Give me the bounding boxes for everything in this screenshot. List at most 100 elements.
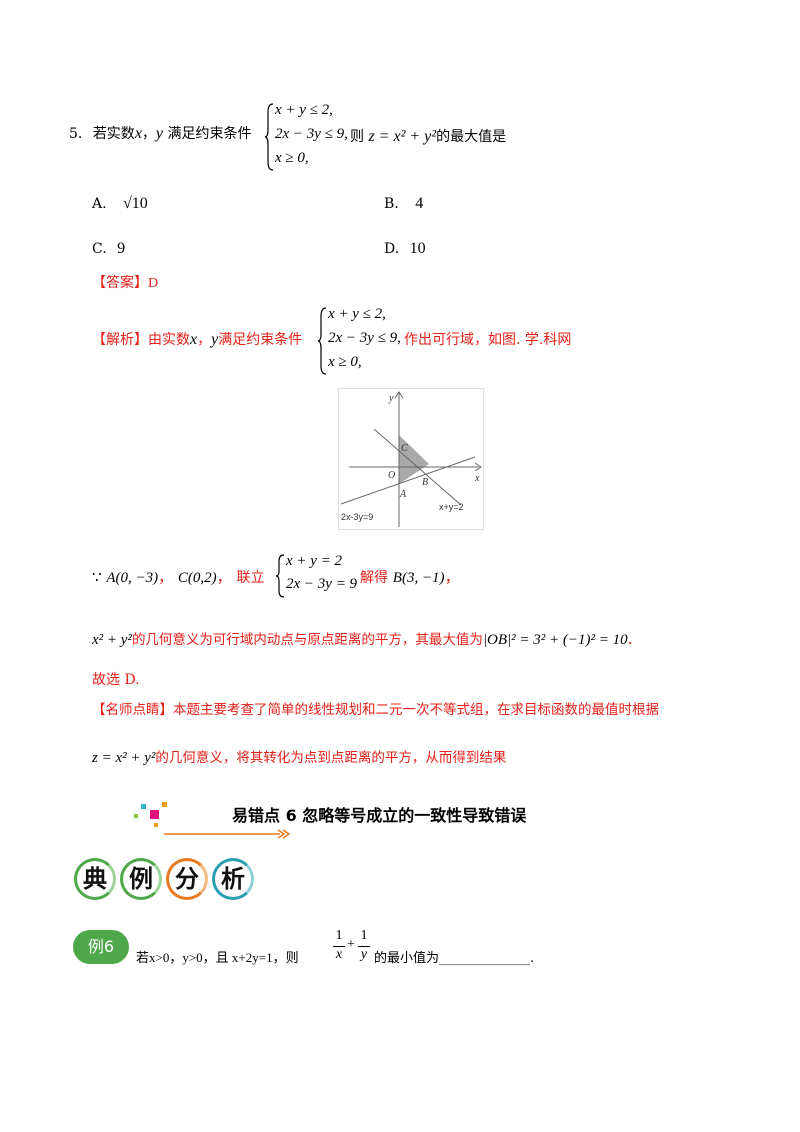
q5-then: 则: [350, 129, 364, 145]
section-arrow-icon: [134, 802, 291, 839]
analysis-brace-icon: [318, 307, 327, 375]
q5-number: 5.: [69, 126, 83, 142]
fig-a-label: A: [399, 489, 407, 500]
frac2-numerator: 1: [360, 928, 368, 943]
banner-char-3: 分: [166, 858, 208, 900]
q5-lead: 5. 若实数x，y 满足约束条件: [69, 123, 251, 143]
solution-comma-1: ，: [158, 568, 174, 586]
banner-char-4: 析: [212, 858, 254, 900]
option-d[interactable]: D. 10: [384, 240, 426, 258]
q5-brace-icon: [265, 103, 274, 171]
fig-c-label: C: [401, 443, 408, 454]
analysis-condition-text: 满足约束条件: [218, 332, 303, 348]
frac1-bar: [333, 946, 345, 947]
option-d-label: D.: [384, 241, 400, 257]
fig-x-label: x: [474, 473, 480, 484]
example-condition: x>0，y>0，且 x+2y=1，则: [149, 950, 299, 965]
example-tail: 的最小值为______________.: [374, 947, 534, 966]
feasible-region-figure: y x O A B C 2x-3y=9 x+y=2: [338, 388, 484, 530]
solution-solve: 解得: [360, 570, 388, 586]
frac2-bar: [358, 946, 370, 947]
section-decoration: [120, 800, 300, 846]
feasible-region-graph: y x O A B C 2x-3y=9 x+y=2: [340, 391, 482, 527]
option-c-label: C.: [92, 241, 107, 257]
option-b-label: B.: [384, 196, 399, 212]
example-badge: 例6: [73, 930, 129, 964]
comment-expression: z = x² + y²: [92, 750, 156, 766]
option-a[interactable]: A. √10: [92, 195, 148, 213]
analysis-var-x: x: [190, 331, 198, 348]
option-a-value: √10: [123, 195, 148, 212]
q5-tail: 则 z = x² + y²的最大值是: [350, 126, 506, 146]
solution-result: 解得 B(3, −1)，: [360, 566, 460, 587]
q5-var-y: y: [155, 125, 164, 142]
frac-plus: +: [347, 937, 355, 952]
example-lead: 若: [136, 951, 150, 966]
analysis-var-y: y: [211, 331, 219, 348]
answer-blank[interactable]: ______________: [439, 951, 531, 966]
q5-var-x: x: [134, 125, 142, 142]
option-c-value: 9: [117, 240, 126, 257]
fig-o-label: O: [388, 470, 395, 481]
meaning-expression: x² + y²: [92, 632, 132, 648]
analysis-tail: 作出可行域，如图. 学.科网: [404, 332, 572, 348]
option-c[interactable]: C. 9: [92, 240, 125, 258]
analysis-ineq-2: 2x − 3y ≤ 9,: [328, 330, 401, 346]
solution-eq-2: 2x − 3y = 9: [286, 576, 358, 592]
q5-system: x + y ≤ 2, 2x − 3y ≤ 9, x ≥ 0,: [265, 102, 365, 172]
comment-label: 【名师点睛】: [92, 702, 173, 718]
solution-brace-icon: [276, 554, 285, 598]
point-b: B(3, −1): [392, 570, 445, 586]
option-a-label: A.: [92, 196, 107, 212]
line-2x-3y: [340, 456, 476, 505]
example-end: .: [530, 951, 535, 966]
solution-comma-2: ，: [216, 568, 232, 586]
choose-answer: 故选 D.: [92, 672, 140, 688]
solution-system: x + y = 2 2x − 3y = 9: [276, 553, 366, 599]
frac1-numerator: 1: [335, 928, 343, 943]
q5-ineq-1: x + y ≤ 2,: [275, 102, 333, 118]
analysis-label: 【解析】: [92, 332, 148, 348]
x-axis-arrow-icon: [474, 462, 482, 472]
solution-eq-1: x + y = 2: [286, 553, 343, 569]
solution-points: ∵ A(0, −3)， C(0,2)， 联立: [92, 566, 264, 587]
solution-comma-3: ，: [444, 568, 460, 586]
line-x-plus-y: [373, 428, 462, 506]
frac1-denominator: x: [335, 947, 343, 962]
answer-label: 【答案】: [92, 275, 148, 291]
section-title: 易错点 6 忽略等号成立的一致性导致错误: [232, 806, 527, 825]
q5-tail-text: 的最大值是: [436, 129, 507, 145]
analysis-sep: ，: [197, 332, 212, 348]
q5-ineq-3: x ≥ 0,: [275, 150, 309, 166]
q5-sep: ，: [141, 126, 156, 142]
analysis-ineq-3: x ≥ 0,: [328, 354, 362, 370]
max-expression: |OB|² = 3² + (−1)² = 10: [482, 632, 628, 648]
teacher-comment: 【名师点睛】本题主要考查了简单的线性规划和二元一次不等式组，在求目标函数的最值时…: [92, 698, 659, 718]
analysis-lead-text: 由实数: [148, 332, 190, 348]
point-a: A(0, −3): [106, 570, 159, 586]
solution-dot: .: [627, 629, 633, 648]
q5-ineq-2: 2x − 3y ≤ 9,: [275, 126, 348, 142]
solution-join: 联立: [236, 570, 265, 586]
point-c: C(0,2): [177, 570, 217, 586]
answer-value: D: [148, 276, 159, 291]
q5-condition-text: 满足约束条件: [167, 126, 252, 142]
option-b[interactable]: B. 4: [384, 195, 423, 213]
feasible-region: [399, 435, 429, 484]
fig-b-label: B: [422, 477, 428, 488]
because-symbol: ∵: [92, 568, 102, 586]
option-b-value: 4: [415, 195, 424, 212]
option-d-value: 10: [409, 240, 426, 257]
case-analysis-banner: 典 例 分 析: [74, 856, 254, 900]
banner-char-1: 典: [74, 858, 116, 900]
example-tail-text: 的最小值为: [374, 951, 440, 966]
comment-text-2: 的几何意义，将其转化为点到点距离的平方，从而得到结果: [155, 750, 507, 766]
meaning-text: 的几何意义为可行域内动点与原点距离的平方，其最大值为: [131, 632, 483, 648]
example-text: 若x>0，y>0，且 x+2y=1，则: [136, 947, 299, 966]
teacher-comment-2: z = x² + y²的几何意义，将其转化为点到点距离的平方，从而得到结果: [92, 746, 506, 767]
frac2-denominator: y: [360, 947, 368, 962]
analysis-system: x + y ≤ 2, 2x − 3y ≤ 9, x ≥ 0,: [318, 306, 418, 376]
fig-y-label: y: [388, 393, 394, 404]
fig-line2-label: x+y=2: [439, 502, 464, 512]
q5-lead-text: 若实数: [92, 126, 135, 142]
